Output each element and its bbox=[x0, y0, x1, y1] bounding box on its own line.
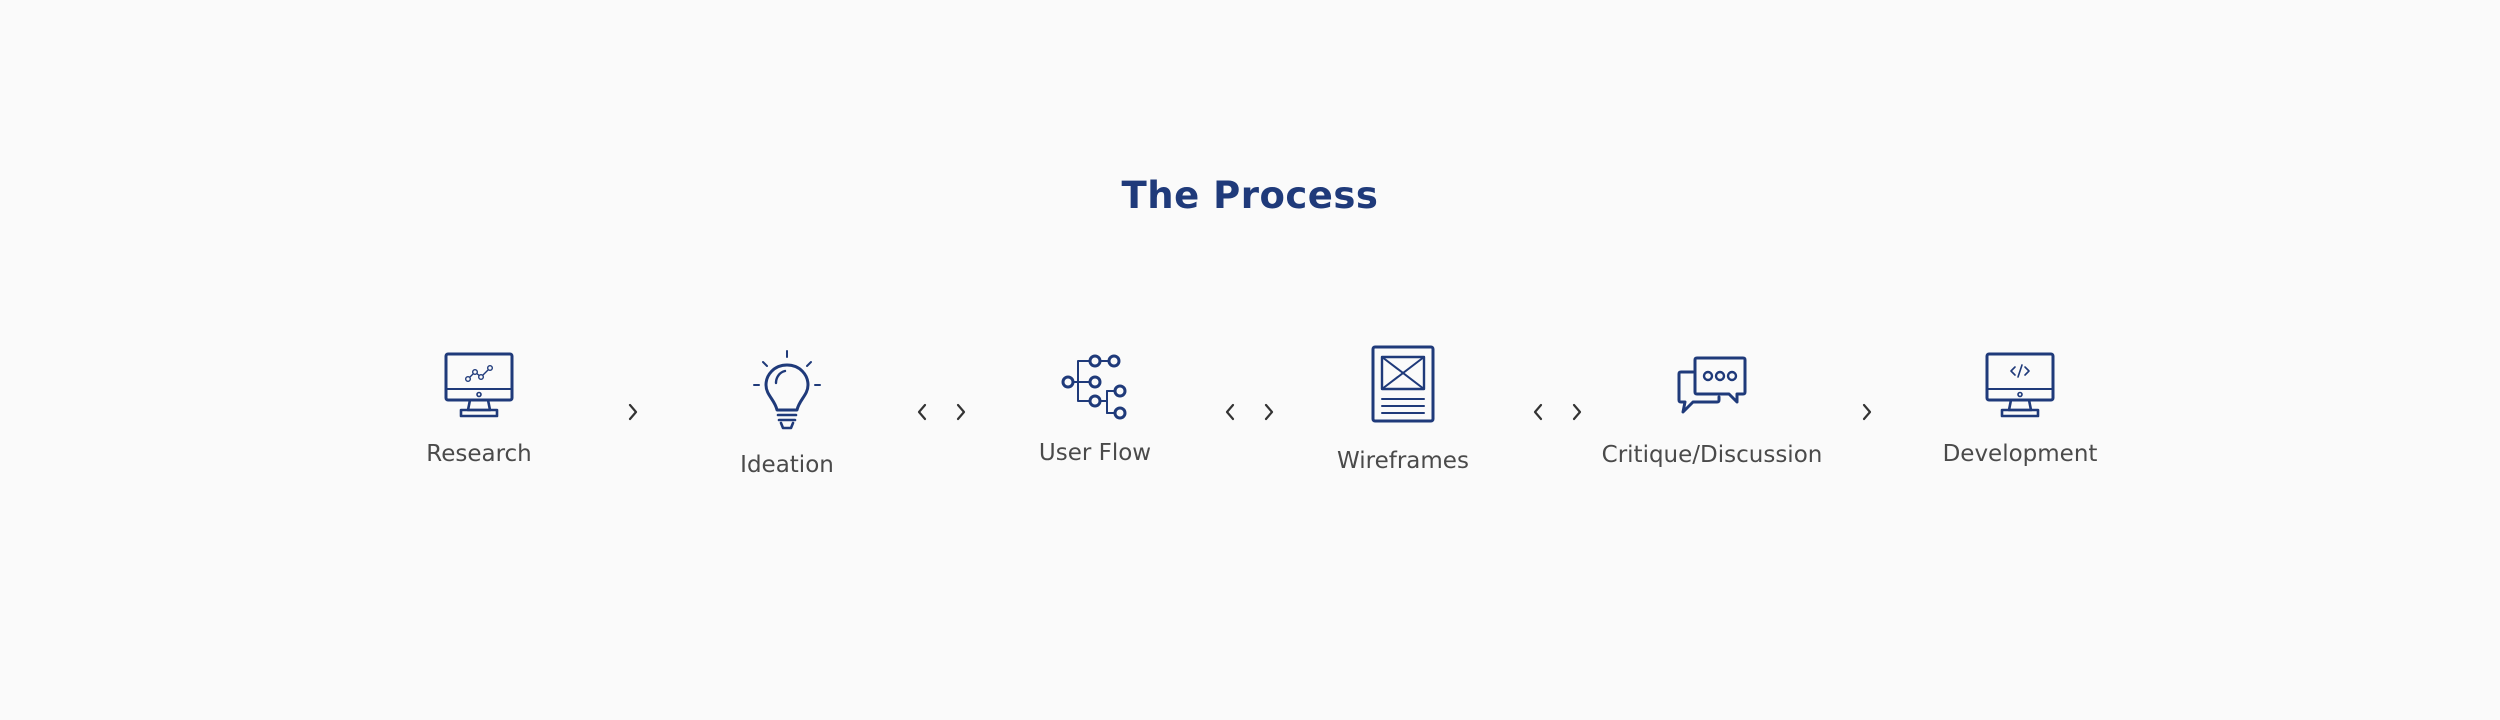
step-wireframes: Wireframes bbox=[1253, 345, 1553, 474]
step-ideation: Ideation bbox=[637, 350, 937, 478]
step-label: Development bbox=[1942, 441, 2098, 467]
flow-tree-icon bbox=[1061, 353, 1129, 421]
arrow-right-icon bbox=[1567, 399, 1587, 425]
monitor-chart-icon bbox=[444, 352, 514, 420]
wireframe-document-icon bbox=[1371, 345, 1435, 423]
lightbulb-icon bbox=[753, 350, 821, 432]
arrow-right-icon bbox=[951, 399, 971, 425]
step-critique-discussion: Critique/Discussion bbox=[1562, 356, 1862, 468]
arrow-right-icon bbox=[1857, 399, 1877, 425]
arrow-left-icon bbox=[1528, 399, 1548, 425]
step-label: Wireframes bbox=[1337, 448, 1469, 474]
page-title: The Process bbox=[1121, 174, 1379, 217]
step-label: Critique/Discussion bbox=[1601, 442, 1823, 468]
arrow-left-icon bbox=[1220, 399, 1240, 425]
step-user-flow: User Flow bbox=[945, 353, 1245, 466]
monitor-code-icon bbox=[1985, 352, 2055, 420]
step-label: User Flow bbox=[1038, 440, 1152, 466]
arrow-right-icon bbox=[623, 399, 643, 425]
step-label: Ideation bbox=[740, 452, 834, 478]
step-development: Development bbox=[1870, 352, 2170, 467]
arrow-left-icon bbox=[912, 399, 932, 425]
chat-bubbles-icon bbox=[1677, 356, 1747, 414]
step-research: Research bbox=[329, 352, 629, 467]
step-label: Research bbox=[426, 441, 532, 467]
arrow-right-icon bbox=[1259, 399, 1279, 425]
